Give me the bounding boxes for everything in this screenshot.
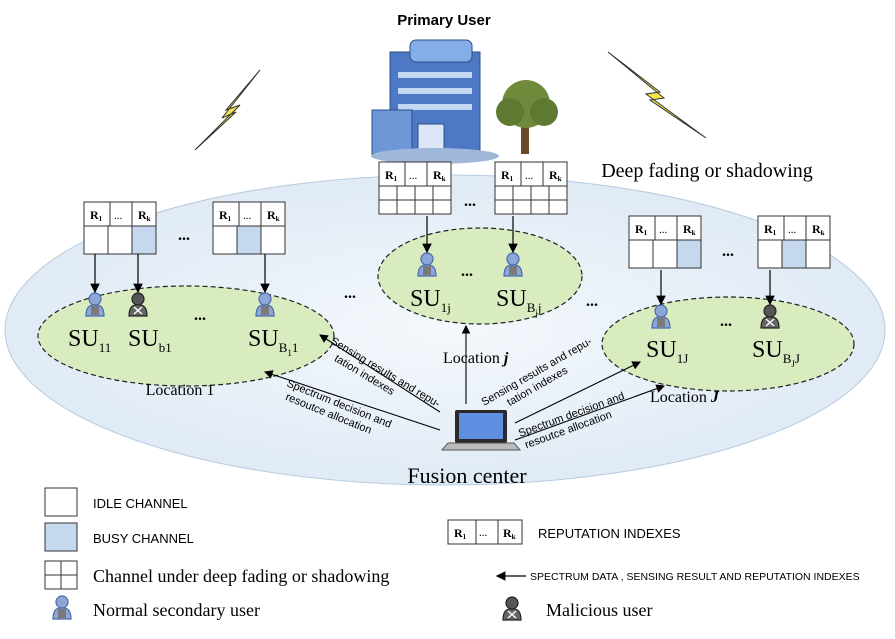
sub1-label: SUb1 xyxy=(128,326,172,355)
legend-normal-label: Normal secondary user xyxy=(93,600,260,620)
svg-text:Rk: Rk xyxy=(812,222,825,237)
legend-idle-swatch xyxy=(44,487,78,517)
svg-text:R1: R1 xyxy=(90,208,103,223)
svg-text:Rk: Rk xyxy=(503,526,516,541)
lightning-left-icon xyxy=(194,69,261,151)
svg-text:Rk: Rk xyxy=(549,168,562,183)
legend-fading-swatch xyxy=(44,560,78,590)
rep-box-su1J: R1... Rk xyxy=(628,215,702,269)
location-j-label: Location j xyxy=(443,350,509,367)
rep-box-subjj: R1... Rk xyxy=(494,161,568,215)
su1J-label: SU1J xyxy=(646,337,688,366)
svg-text:...: ... xyxy=(788,224,797,236)
fading-label: Deep fading or shadowing xyxy=(601,160,813,182)
rep-box-subJJ: R1... Rk xyxy=(757,215,831,269)
legend-malicious-user-icon xyxy=(502,596,522,621)
svg-text:...: ... xyxy=(114,210,123,222)
subJJ-label: SUBJJ xyxy=(752,337,800,369)
svg-text:R1: R1 xyxy=(385,168,398,183)
svg-text:Rk: Rk xyxy=(683,222,696,237)
su1j-label: SU1j xyxy=(410,286,451,315)
svg-text:Rk: Rk xyxy=(267,208,280,223)
rep-box-su1j: R1... Rk xyxy=(378,161,452,215)
location-J-area xyxy=(601,296,855,392)
svg-text:R1: R1 xyxy=(219,208,232,223)
legend-malicious-label: Malicious user xyxy=(546,600,652,620)
ellipsis-locJ: ... xyxy=(720,313,732,330)
ellipsis-between-1: ... xyxy=(344,285,356,302)
ellipsis-loc1: ... xyxy=(194,307,206,324)
legend-busy-label: BUSY CHANNEL xyxy=(93,531,194,546)
legend-spectrum-label: SPECTRUM DATA , SENSING RESULT AND REPUT… xyxy=(530,571,860,583)
lightning-right-icon xyxy=(607,51,707,139)
legend-busy-swatch xyxy=(44,522,78,552)
ellipsis-boxes-J: ... xyxy=(722,243,734,260)
location-J-label: Location J xyxy=(650,389,720,406)
fusion-center-label: Fusion center xyxy=(407,463,527,488)
ellipsis-boxes-1: ... xyxy=(178,227,190,244)
legend-idle-label: IDLE CHANNEL xyxy=(93,496,188,511)
svg-text:Rk: Rk xyxy=(138,208,151,223)
su11-label: SU11 xyxy=(68,326,111,355)
location-j-area xyxy=(377,227,583,325)
legend-normal-user-icon xyxy=(52,595,72,620)
building-icon xyxy=(371,39,499,164)
subl1-label: SUB11 xyxy=(248,326,298,358)
ellipsis-boxes-j: ... xyxy=(464,193,476,210)
svg-text:R1: R1 xyxy=(454,526,467,541)
legend-fading-label: Channel under deep fading or shadowing xyxy=(93,566,389,586)
ellipsis-between-2: ... xyxy=(586,293,598,310)
svg-text:R1: R1 xyxy=(764,222,777,237)
svg-text:Rk: Rk xyxy=(433,168,446,183)
legend-reputation-swatch: R1 ... Rk xyxy=(447,519,523,545)
svg-text:...: ... xyxy=(479,527,488,539)
svg-text:...: ... xyxy=(409,170,418,182)
laptop-icon xyxy=(440,410,522,451)
svg-text:R1: R1 xyxy=(501,168,514,183)
primary-user-title: Primary User xyxy=(397,12,491,29)
svg-text:R1: R1 xyxy=(635,222,648,237)
rep-box-subl1: R1... Rk xyxy=(212,201,286,255)
legend-reputation-label: REPUTATION INDEXES xyxy=(538,526,681,541)
svg-text:...: ... xyxy=(525,170,534,182)
tree-icon xyxy=(496,80,558,154)
subjj-label: SUBjj xyxy=(496,286,542,318)
svg-text:...: ... xyxy=(243,210,252,222)
location-1-label: Location 1 xyxy=(146,382,215,399)
rep-box-su11: R1... Rk xyxy=(83,201,157,255)
ellipsis-locj: ... xyxy=(461,263,473,280)
svg-text:...: ... xyxy=(659,224,668,236)
